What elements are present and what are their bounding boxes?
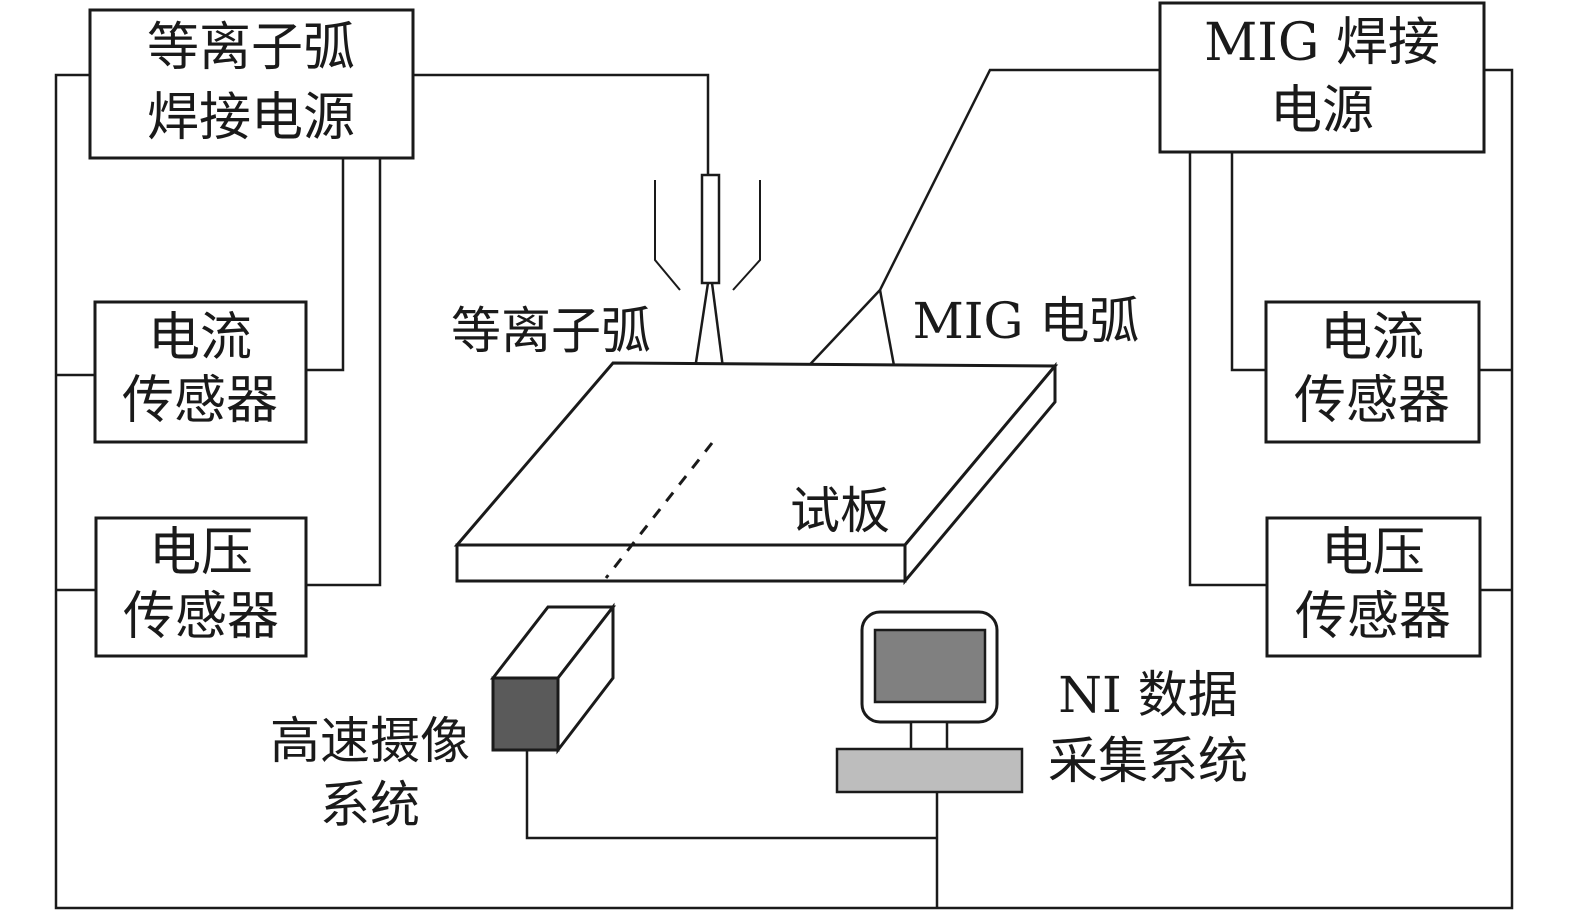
camera-lens-face — [491, 676, 560, 752]
right-current-sensor-line1: 电流 — [1320, 308, 1424, 368]
mig-to-voltage-sensor-wire — [1188, 152, 1267, 587]
mig-to-current-sensor-wire — [1230, 152, 1266, 372]
right-current-sensor-box — [1264, 300, 1481, 444]
mig-power-label-line2: 电源 — [1270, 81, 1374, 141]
keyboard-base — [835, 747, 1024, 794]
ni-daq-label-line2: 采集系统 — [1048, 732, 1248, 790]
test-plate-side — [903, 361, 1057, 586]
camera-data-wire — [525, 750, 937, 840]
right-voltage-sensor-line2: 传感器 — [1295, 587, 1451, 647]
mig-torch-cable — [752, 68, 1160, 426]
wiring — [54, 68, 1514, 910]
mig-power-label-line1: MIG 焊接 — [1204, 13, 1440, 73]
ni-computer — [835, 610, 1024, 794]
camera-label-line1: 高速摄像 — [270, 712, 470, 770]
plasma-torch-cable — [413, 73, 710, 175]
plasma-power-box — [88, 8, 415, 160]
mig-arc-label: MIG 电弧 — [913, 292, 1140, 350]
mig-power-supply: MIG 焊接 电源 — [1158, 1, 1486, 154]
plasma-power-label-line2: 焊接电源 — [147, 88, 355, 148]
plasma-arc-label: 等离子弧 — [451, 302, 651, 360]
test-plate — [453, 361, 1059, 586]
left-voltage-sensor-line1: 电压 — [149, 523, 253, 583]
plasma-electrode — [700, 173, 721, 285]
test-plate-label: 试板 — [790, 482, 890, 540]
right-voltage-sensor-line1: 电压 — [1321, 523, 1425, 583]
plasma-power-label-line1: 等离子弧 — [147, 18, 355, 78]
left-voltage-sensor-box — [94, 516, 308, 658]
high-speed-camera — [489, 602, 617, 755]
right-voltage-sensor-box — [1265, 516, 1482, 658]
right-voltage-sensor: 电压 传感器 — [1265, 516, 1482, 658]
test-plate-top — [453, 361, 1059, 547]
test-plate-front — [455, 543, 907, 583]
plasma-nozzle-right — [732, 180, 761, 291]
ni-daq-label-line1: NI 数据 — [1058, 666, 1237, 724]
plasma-to-voltage-sensor-wire — [306, 158, 382, 587]
plasma-nozzle-left — [654, 180, 681, 291]
left-current-sensor: 电流 传感器 — [93, 300, 308, 444]
right-current-sensor-line2: 传感器 — [1294, 371, 1450, 431]
outer-frame-wire — [54, 68, 1514, 910]
left-current-sensor-line2: 传感器 — [122, 371, 278, 431]
camera-label-line2: 系统 — [320, 776, 420, 834]
monitor-screen — [873, 628, 987, 704]
left-voltage-sensor: 电压 传感器 — [94, 516, 308, 658]
weld-seam-line — [604, 442, 714, 579]
plasma-to-current-sensor-wire — [306, 158, 345, 372]
left-voltage-sensor-line2: 传感器 — [123, 587, 279, 647]
left-current-sensor-line1: 电流 — [148, 308, 252, 368]
left-current-sensor-box — [93, 300, 308, 444]
plasma-power-supply: 等离子弧 焊接电源 — [88, 8, 415, 160]
right-current-sensor: 电流 传感器 — [1264, 300, 1481, 444]
mig-power-box — [1158, 1, 1486, 154]
